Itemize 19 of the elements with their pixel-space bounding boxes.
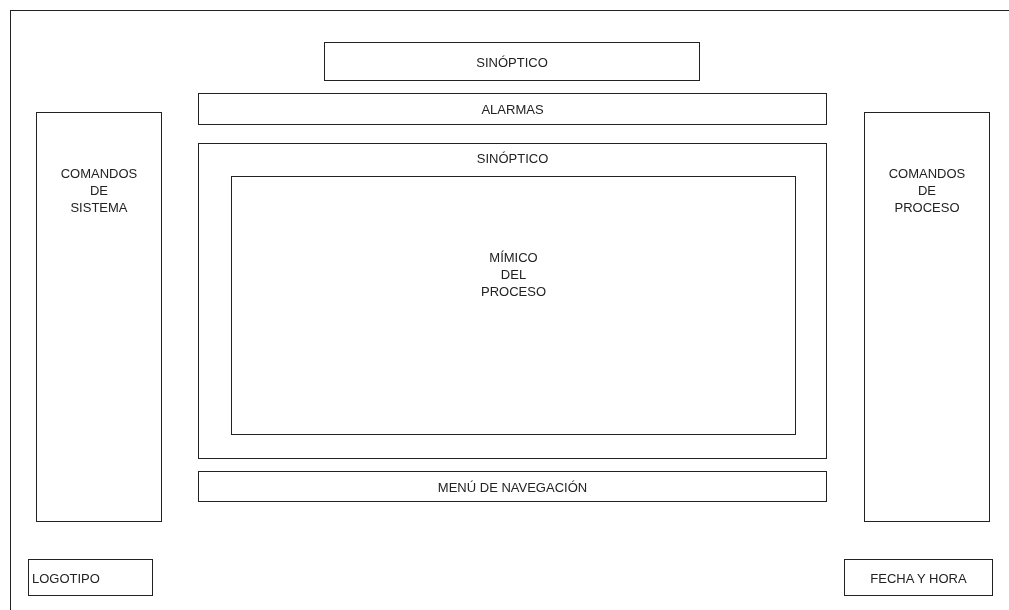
layout-panel	[844, 559, 993, 596]
layout-panel	[324, 42, 700, 81]
layout-panel	[198, 93, 827, 125]
layout-panel	[36, 112, 162, 522]
panel-label: COMANDOS DE SISTEMA	[60, 165, 138, 216]
panel-label: LOGOTIPO	[32, 569, 100, 586]
panel-label: FECHA Y HORA	[870, 569, 967, 586]
layout-panel	[198, 471, 827, 502]
panel-label: MENÚ DE NAVEGACIÓN	[437, 478, 588, 495]
layout-panel	[864, 112, 990, 522]
panel-label: SINÓPTICO	[476, 150, 549, 167]
panel-label: COMANDOS DE PROCESO	[888, 165, 966, 216]
panel-label: SINÓPTICO	[476, 53, 548, 70]
layout-panel	[28, 559, 153, 596]
panel-label: MÍMICO DEL PROCESO	[481, 249, 546, 300]
layout-panel	[231, 176, 796, 435]
screen-frame	[10, 10, 1009, 610]
layout-panel	[198, 143, 827, 459]
panel-label: ALARMAS	[481, 100, 544, 118]
